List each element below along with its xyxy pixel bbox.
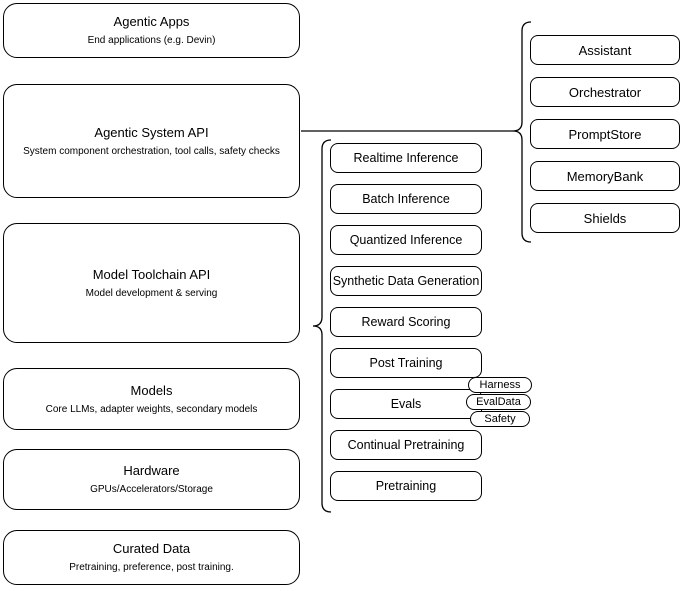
node-title: Agentic System API (94, 124, 209, 140)
node-post-training: Post Training (330, 348, 482, 378)
system-components-brace (512, 21, 532, 243)
node-evals-evaldata: EvalData (466, 394, 531, 410)
node-continual-pretraining: Continual Pretraining (330, 430, 482, 460)
node-shields: Shields (530, 203, 680, 233)
node-subtitle: Core LLMs, adapter weights, secondary mo… (45, 403, 258, 415)
node-subtitle: System component orchestration, tool cal… (23, 145, 280, 157)
node-subtitle: GPUs/Accelerators/Storage (90, 484, 213, 495)
node-title: Agentic Apps (113, 14, 190, 29)
node-evals-harness: Harness (468, 377, 532, 393)
toolchain-brace (312, 139, 332, 513)
node-assistant: Assistant (530, 35, 680, 65)
node-title: Hardware (123, 463, 180, 478)
node-synthetic-data-generation: Synthetic Data Generation (330, 266, 482, 296)
node-models: Models Core LLMs, adapter weights, secon… (3, 368, 300, 430)
node-promptstore: PromptStore (530, 119, 680, 149)
node-memorybank: MemoryBank (530, 161, 680, 191)
node-realtime-inference: Realtime Inference (330, 143, 482, 173)
node-title: Curated Data (112, 541, 191, 556)
node-quantized-inference: Quantized Inference (330, 225, 482, 255)
node-pretraining: Pretraining (330, 471, 482, 501)
node-agentic-system-api: Agentic System API System component orch… (3, 84, 300, 198)
node-title: Models (130, 382, 173, 398)
node-reward-scoring: Reward Scoring (330, 307, 482, 337)
node-subtitle: Model development & serving (85, 287, 218, 299)
node-curated-data: Curated Data Pretraining, preference, po… (3, 530, 300, 585)
node-model-toolchain-api: Model Toolchain API Model development & … (3, 223, 300, 343)
node-batch-inference: Batch Inference (330, 184, 482, 214)
node-evals-safety: Safety (470, 411, 530, 427)
node-hardware: Hardware GPUs/Accelerators/Storage (3, 449, 300, 510)
node-agentic-apps: Agentic Apps End applications (e.g. Devi… (3, 3, 300, 58)
node-title: Model Toolchain API (92, 266, 211, 282)
node-subtitle: Pretraining, preference, post training. (69, 562, 234, 573)
node-evals: Evals (330, 389, 482, 419)
node-subtitle: End applications (e.g. Devin) (87, 35, 216, 46)
node-orchestrator: Orchestrator (530, 77, 680, 107)
